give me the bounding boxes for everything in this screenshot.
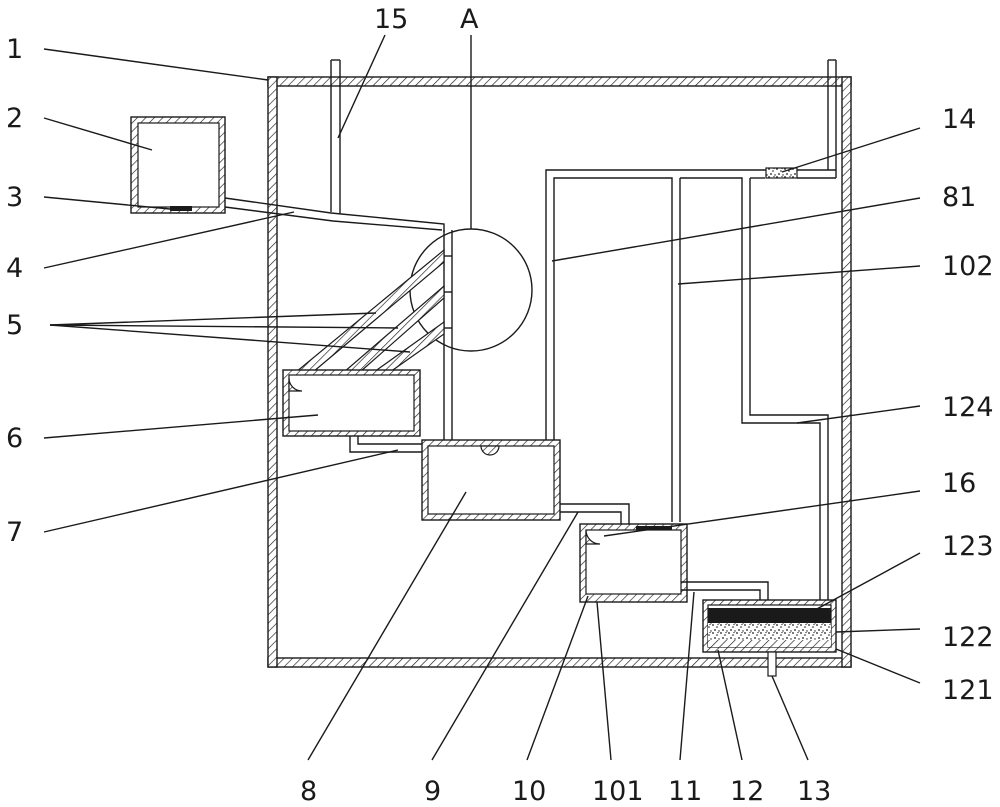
label-2: 2	[6, 103, 23, 134]
label-1: 1	[6, 34, 23, 65]
label-101: 101	[592, 776, 644, 807]
label-124: 124	[942, 392, 994, 423]
inlet-pipe	[224, 59, 453, 441]
filter-14	[765, 167, 798, 179]
diagonal-pipes	[294, 248, 445, 373]
label-4: 4	[6, 253, 23, 284]
label-14: 14	[942, 104, 976, 135]
box-12	[702, 599, 837, 653]
label-16: 16	[942, 468, 976, 499]
label-15: 15	[374, 4, 408, 35]
box-6	[282, 369, 421, 437]
labels: 1 2 3 4 5 6 7 8 9 10 101 11 12 13 15 A 1…	[6, 4, 994, 807]
label-13: 13	[797, 776, 831, 807]
pipe-9	[560, 503, 630, 526]
layer-122	[708, 623, 831, 640]
label-121: 121	[942, 675, 994, 706]
label-6: 6	[6, 423, 23, 454]
drain-outlet-13	[767, 651, 777, 677]
label-a: A	[460, 4, 479, 35]
box-8	[421, 439, 561, 521]
layer-123	[708, 608, 831, 623]
label-12: 12	[730, 776, 764, 807]
outer-housing	[267, 76, 852, 668]
pipe-81	[545, 59, 837, 600]
label-3: 3	[6, 182, 23, 213]
external-tank	[130, 116, 226, 214]
label-102: 102	[942, 251, 994, 282]
label-8: 8	[300, 776, 317, 807]
circle-a-nozzles	[444, 255, 452, 329]
label-81: 81	[942, 182, 976, 213]
layer-121	[708, 640, 831, 647]
label-9: 9	[424, 776, 441, 807]
pipe-11	[681, 581, 769, 602]
leader-lines	[43, 34, 921, 761]
label-122: 122	[942, 622, 994, 653]
label-7: 7	[6, 517, 23, 548]
connector-pipe-7	[349, 436, 424, 453]
label-11: 11	[668, 776, 702, 807]
label-123: 123	[942, 531, 994, 562]
box-10	[579, 523, 688, 603]
label-5: 5	[6, 310, 23, 341]
label-10: 10	[512, 776, 546, 807]
